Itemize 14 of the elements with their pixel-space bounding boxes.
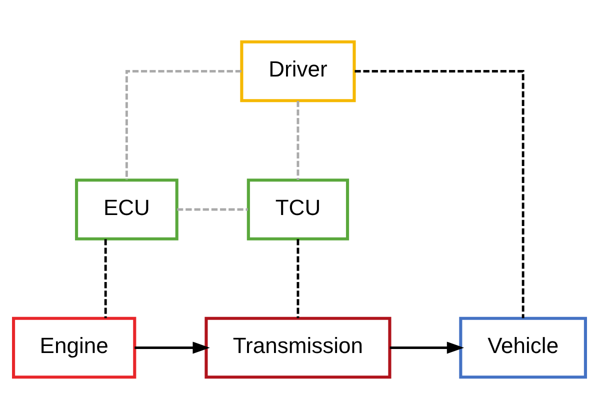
connector [104,239,107,318]
node-box: Transmission [204,316,392,379]
connector [125,70,242,180]
node-box: TCU [246,178,350,240]
connector [354,70,524,318]
node-box: Engine [12,316,136,379]
arrow [134,342,210,354]
connector [296,100,300,180]
node-box: Vehicle [459,316,587,379]
node-box: ECU [75,178,178,240]
connector [296,239,300,318]
connector [177,208,248,211]
node-box: Driver [240,40,356,102]
arrow [390,342,464,354]
